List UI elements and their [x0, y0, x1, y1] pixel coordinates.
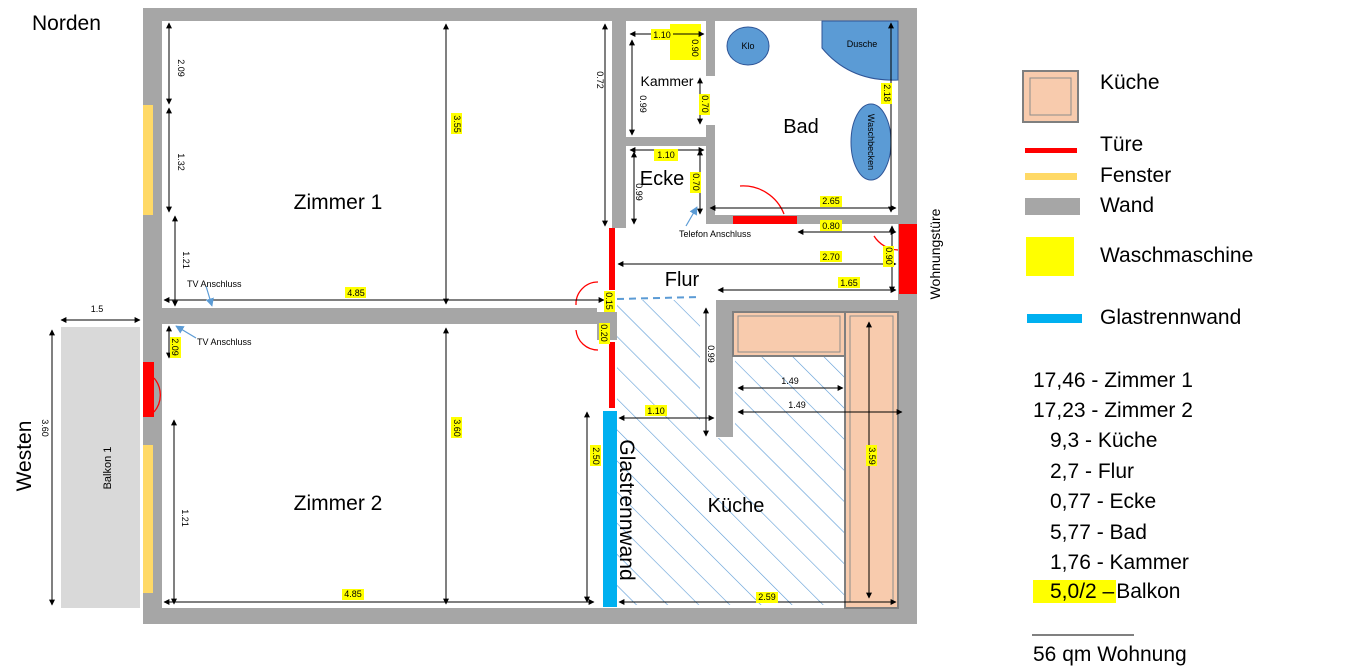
dimension-highlights [170, 29, 894, 603]
balkon-label: Balkon 1 [102, 447, 114, 490]
dim-1-10-flur: 1.10 [647, 406, 665, 416]
dim-0-20: 0.20 [599, 324, 609, 342]
legend-swatch-glass [1027, 314, 1082, 323]
dim-1-32: 1.32 [176, 153, 186, 171]
room-bad: Bad [783, 116, 819, 138]
legend-swatch-kitchen [1022, 70, 1079, 123]
room-kammer: Kammer [641, 73, 694, 89]
area-ecke: 0,77 - Ecke [1050, 490, 1157, 513]
dusche-label: Dusche [847, 39, 878, 49]
waschbecken-label: Waschbecken [866, 114, 876, 170]
total-area: 56 qm Wohnung [1033, 643, 1187, 666]
area-bad: 5,77 - Bad [1050, 521, 1147, 544]
windows [143, 105, 153, 593]
dim-0-90-kammer: 0.90 [690, 39, 700, 57]
shower-fixture [821, 20, 899, 81]
telefon-connection: Telefon Anschluss [679, 229, 752, 239]
dim-0-99-kammer: 0.99 [638, 95, 648, 113]
legend-swatch-window [1025, 173, 1077, 180]
dim-2-59: 2.59 [758, 592, 776, 602]
toilet-fixture [726, 26, 770, 66]
legend-label-kitchen: Küche [1100, 71, 1160, 94]
dim-2-18: 2.18 [882, 84, 892, 102]
glastrennwand-label: Glastrennwand [615, 439, 638, 580]
legend-label-window: Fenster [1100, 164, 1172, 187]
dim-3-59: 3.59 [867, 447, 877, 465]
legend-label-door: Türe [1100, 133, 1144, 156]
dim-1-21-top: 1.21 [181, 251, 191, 269]
dim-4-85-bottom: 4.85 [344, 589, 362, 599]
area-zimmer-1: 17,46 - Zimmer 1 [1033, 369, 1193, 392]
legend-swatch-washer [1026, 237, 1074, 276]
dim-2-09-top: 2.09 [176, 59, 186, 77]
area-balkon: 5,0/2 –Balkon [1033, 580, 1180, 604]
dim-1-10-kammer: 1.10 [653, 30, 671, 40]
area-balkon-value: 5,0/2 – [1033, 580, 1117, 603]
wohnungstuere-label: Wohnungstüre [927, 208, 943, 299]
dim-2-09-bottom: 2.09 [170, 338, 180, 356]
legend-swatch-door [1025, 148, 1077, 153]
tv-connection-2: TV Anschluss [197, 337, 252, 347]
area-kueche: 9,3 - Küche [1050, 429, 1158, 452]
dim-0-99-ecke: 0.99 [634, 183, 644, 201]
room-kueche: Küche [708, 495, 765, 517]
walls [143, 8, 917, 624]
dim-3-60-balkon: 3.60 [40, 419, 50, 437]
dim-0-99-flur: 0.99 [706, 345, 716, 363]
dim-1-49-a: 1.49 [781, 376, 799, 386]
legend-swatches [1022, 70, 1082, 323]
dim-2-70: 2.70 [822, 252, 840, 262]
klo-label: Klo [741, 41, 754, 51]
room-ecke: Ecke [640, 168, 684, 190]
dim-3-60: 3.60 [452, 419, 462, 437]
compass-north: Norden [32, 12, 101, 35]
legend-label-glass: Glastrennwand [1100, 306, 1242, 329]
glass-partition [603, 411, 617, 607]
balcony [61, 327, 140, 608]
glass-dashed-line [616, 296, 701, 300]
area-balkon-label: Balkon [1116, 580, 1181, 603]
dim-2-50: 2.50 [591, 447, 601, 465]
dim-0-80: 0.80 [822, 221, 840, 231]
dim-1-10-ecke: 1.10 [657, 150, 675, 160]
room-flur: Flur [665, 269, 700, 291]
legend-label-wall: Wand [1100, 194, 1155, 217]
dim-1-49-b: 1.49 [788, 400, 806, 410]
connection-pointers [175, 206, 698, 339]
compass-west: Westen [13, 421, 36, 492]
area-flur: 2,7 - Flur [1050, 460, 1135, 483]
legend-swatch-wall [1025, 198, 1080, 215]
dim-0-15: 0.15 [604, 292, 614, 310]
area-zimmer-2: 17,23 - Zimmer 2 [1033, 399, 1193, 422]
dim-0-70-ecke: 0.70 [691, 173, 701, 191]
room-zimmer-1: Zimmer 1 [294, 191, 383, 214]
dim-0-70-top: 0.70 [700, 95, 710, 113]
dim-1-5-balkon: 1.5 [91, 304, 104, 314]
dim-3-55: 3.55 [452, 115, 462, 133]
room-zimmer-2: Zimmer 2 [294, 492, 383, 515]
dim-0-90-door: 0.90 [884, 247, 894, 265]
dim-2-65: 2.65 [822, 196, 840, 206]
dim-0-72: 0.72 [595, 71, 605, 89]
dimension-lines [49, 22, 903, 606]
tv-connection-1: TV Anschluss [187, 279, 242, 289]
doors [143, 216, 917, 417]
dim-1-65: 1.65 [840, 278, 858, 288]
area-kammer: 1,76 - Kammer [1050, 551, 1189, 574]
legend-label-washer: Waschmaschine [1100, 244, 1254, 267]
dim-4-85-top: 4.85 [347, 288, 365, 298]
dim-1-21-bottom: 1.21 [180, 509, 190, 527]
